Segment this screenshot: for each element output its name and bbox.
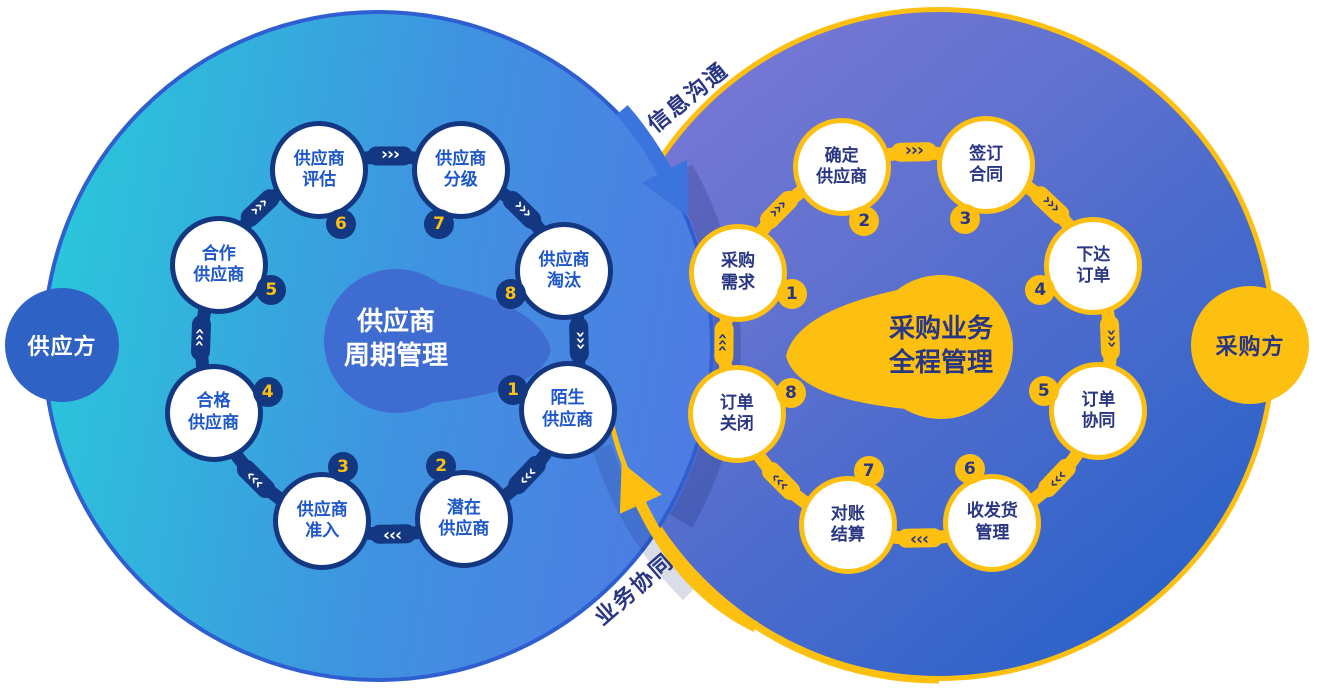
node-number-badge: 2	[426, 450, 457, 481]
procurement-cycle-node-label: 采购 需求	[721, 251, 756, 293]
supplier-cycle-node: 合作 供应商	[169, 216, 268, 315]
procurement-cycle-node-label: 对账 结算	[830, 503, 865, 546]
chevron-icon: ›››	[897, 528, 944, 550]
node-number-badge: 8	[495, 278, 526, 309]
business-collaboration-arrow-icon	[619, 462, 759, 632]
supplier-cycle-node-label: 供应商 准入	[296, 500, 348, 542]
procurement-cycle-node-label: 下达 订单	[1076, 245, 1111, 287]
procurement-cycle-node: 订单 关闭	[687, 365, 786, 464]
procurement-cycle-node: 确定 供应商	[792, 118, 891, 217]
purchaser-side-label: 采购方	[1215, 335, 1285, 360]
overlap-shadow-bottom	[592, 444, 698, 601]
node-number-badge: 4	[1025, 275, 1056, 306]
procurement-cycle-node-label: 确定 供应商	[816, 146, 868, 188]
supplier-cycle-node-label: 潜在 供应商	[438, 497, 490, 539]
supplier-cycle-node: 合格 供应商	[164, 363, 263, 462]
supplier-side-circle: 供应方	[5, 288, 119, 402]
purchaser-side-circle: 采购方	[1191, 286, 1309, 404]
procurement-cycle-node-label: 签订 合同	[969, 143, 1004, 185]
node-number-badge: 3	[328, 452, 359, 483]
node-number-badge: 3	[950, 203, 981, 234]
procurement-cycle-node: 下达 订单	[1044, 217, 1143, 316]
supplier-cycle-node-label: 陌生 供应商	[542, 388, 594, 430]
procurement-cycle-node-label: 订单 协同	[1081, 389, 1116, 431]
node-number-badge: 7	[853, 456, 884, 487]
supplier-cycle-node-label: 供应商 分级	[435, 148, 487, 190]
chevron-icon: ›››	[370, 524, 417, 546]
procurement-cycle-node: 采购 需求	[689, 223, 788, 322]
supplier-side-label: 供应方	[27, 335, 97, 360]
chevron-icon: ›››	[712, 320, 734, 367]
supplier-cycle-node: 供应商 准入	[273, 472, 372, 571]
node-number-badge: 6	[954, 454, 985, 485]
node-number-badge: 6	[325, 208, 356, 239]
node-number-badge: 1	[498, 374, 529, 405]
procurement-cycle-node: 订单 协同	[1049, 362, 1148, 460]
supplier-cycle-node-label: 供应商 淘汰	[538, 249, 590, 292]
procurement-cycle-node-label: 收发货 管理	[966, 501, 1018, 543]
supplier-cycle-node: 供应商 分级	[411, 120, 510, 219]
info-communication-arrow-icon	[616, 105, 688, 217]
procurement-cycle-node: 收发货 管理	[943, 473, 1042, 572]
node-number-badge: 5	[256, 274, 287, 305]
supplier-cycle-node: 供应商 淘汰	[514, 222, 613, 321]
chevron-icon: ›››	[189, 315, 212, 362]
node-number-badge: 4	[252, 376, 283, 407]
supplier-cycle-node-label: 供应商 评估	[293, 148, 345, 190]
supplier-cycle-node-label: 合作 供应商	[193, 243, 245, 286]
chevron-icon: ›››	[890, 140, 937, 162]
supplier-cycle-node: 陌生 供应商	[518, 360, 617, 459]
node-number-badge: 2	[849, 205, 880, 236]
node-number-badge: 5	[1028, 376, 1059, 407]
supplier-cycle-node: 供应商 评估	[270, 120, 369, 219]
supplier-cycle-node: 潜在 供应商	[414, 469, 513, 568]
chevron-icon: ›››	[568, 316, 591, 364]
procurement-cycle-node-label: 订单 关闭	[719, 392, 754, 435]
procurement-cycle-title: 采购业务 全程管理	[888, 314, 994, 378]
node-number-badge: 1	[776, 279, 807, 310]
node-number-badge: 8	[775, 378, 806, 409]
node-number-badge: 7	[424, 208, 455, 239]
chevron-icon: ›››	[1099, 314, 1122, 362]
chevron-icon: ›››	[367, 146, 413, 166]
supplier-cycle-title: 供应商 周期管理	[343, 307, 449, 371]
procurement-cycle-node: 签订 合同	[937, 115, 1036, 214]
supplier-cycle-node-label: 合格 供应商	[188, 391, 240, 433]
procurement-cycle-node: 对账 结算	[798, 476, 897, 575]
